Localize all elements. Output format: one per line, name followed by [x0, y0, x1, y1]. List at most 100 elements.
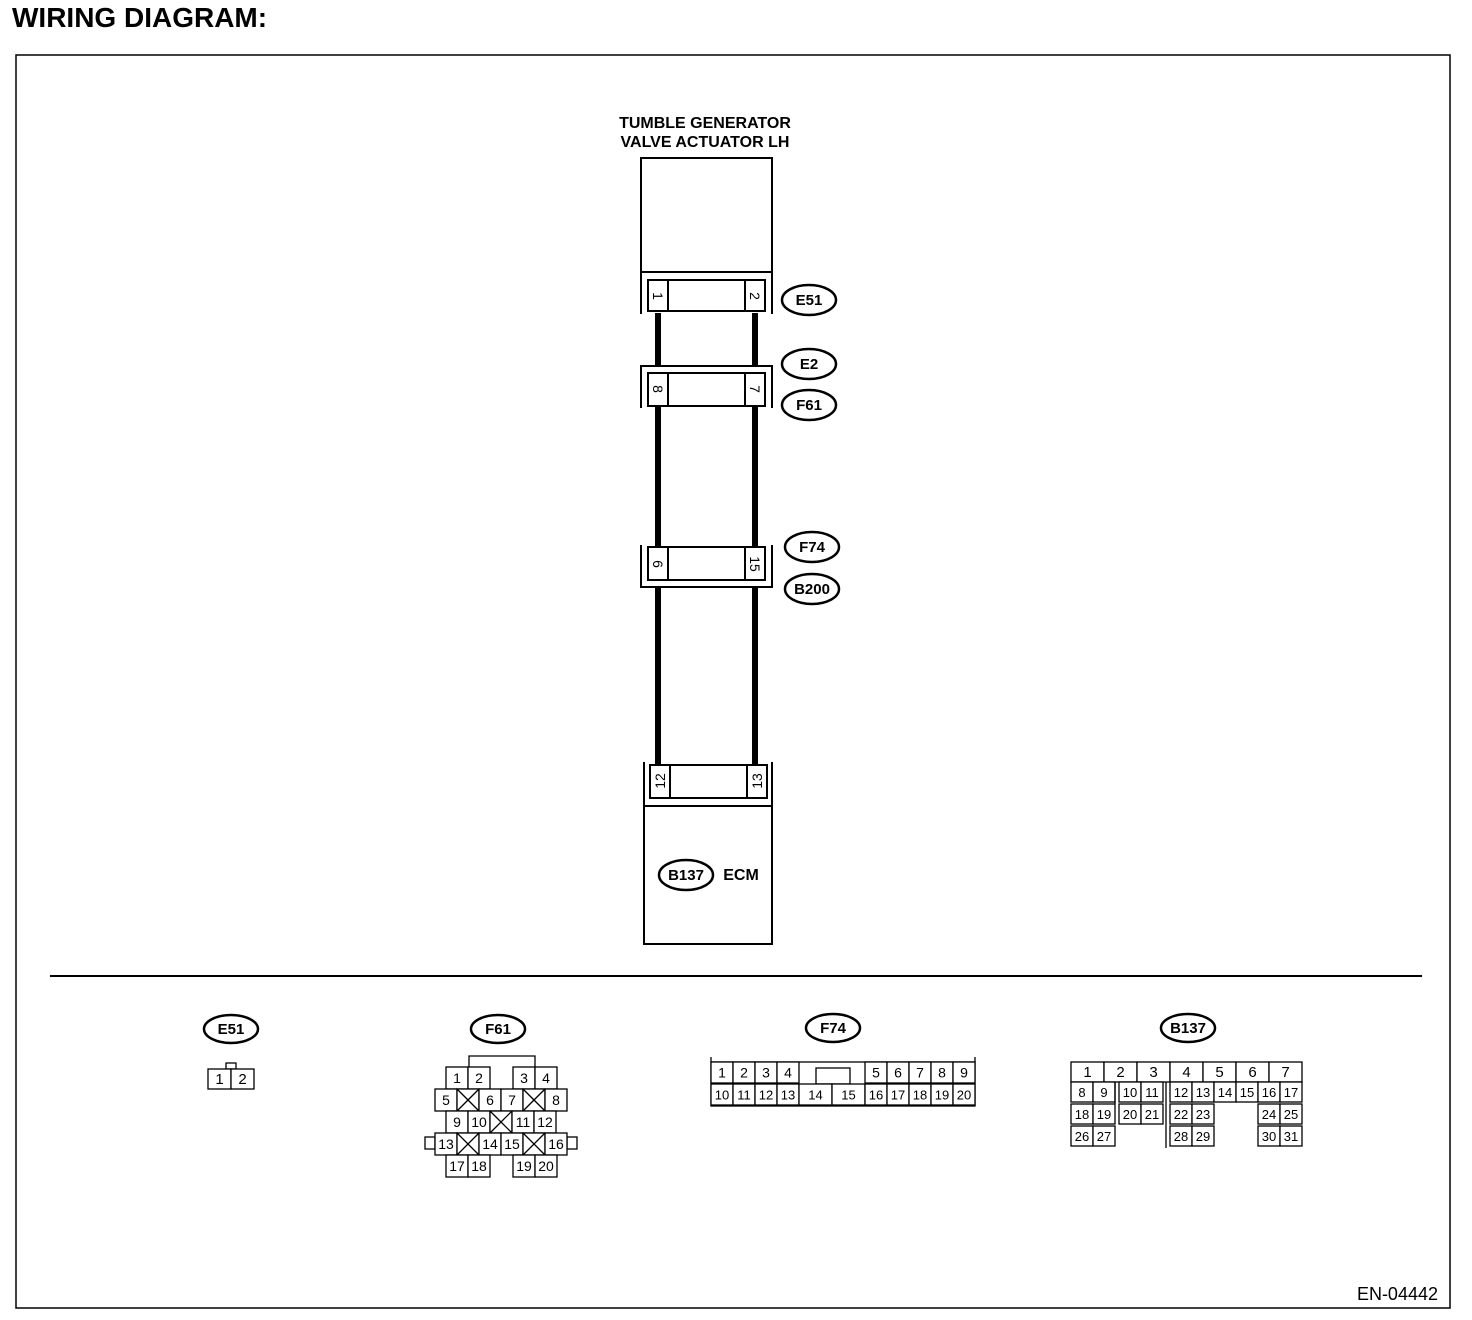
pin-cavity: 26 — [1070, 1125, 1094, 1147]
pin-cavity: 5 — [434, 1088, 458, 1112]
svg-text:5: 5 — [442, 1092, 450, 1108]
svg-text:9: 9 — [960, 1065, 968, 1081]
pin-cavity: 11 — [732, 1083, 756, 1106]
connector-e51-block — [640, 272, 773, 314]
pin-cavity: 16 — [544, 1132, 568, 1156]
connector-id-f74: F74 — [783, 530, 841, 564]
svg-text:18: 18 — [1075, 1107, 1089, 1122]
svg-text:24: 24 — [1262, 1107, 1276, 1122]
svg-text:13: 13 — [781, 1088, 795, 1103]
svg-text:4: 4 — [1182, 1064, 1190, 1081]
pin-cavity: 21 — [1140, 1103, 1164, 1125]
pin-cavity: 13 — [776, 1083, 800, 1106]
pin-cavity: 9 — [952, 1061, 976, 1084]
svg-text:17: 17 — [891, 1088, 905, 1103]
svg-text:11: 11 — [516, 1114, 531, 1130]
svg-text:22: 22 — [1174, 1107, 1188, 1122]
pin-cavity: 17 — [445, 1154, 469, 1178]
ecm-connector-id: B137 — [668, 867, 704, 884]
svg-text:12: 12 — [759, 1088, 773, 1103]
svg-text:11: 11 — [1145, 1085, 1159, 1100]
pin-cavity: 22 — [1169, 1103, 1193, 1125]
connector-id-e2: E2 — [780, 347, 838, 381]
svg-text:15: 15 — [841, 1088, 855, 1103]
svg-text:9: 9 — [1100, 1085, 1107, 1100]
svg-text:8: 8 — [938, 1065, 946, 1081]
pin-cavity: 4 — [534, 1066, 558, 1090]
pin-cavity: 20 — [952, 1083, 976, 1106]
pin-cavity: 11 — [1140, 1081, 1164, 1103]
pin-cavity: 6 — [478, 1088, 502, 1112]
pin-cavity: 6 — [1235, 1061, 1270, 1083]
pin-cavity: 7 — [908, 1061, 932, 1084]
svg-text:1: 1 — [215, 1071, 223, 1088]
pin-cavity: 5 — [1202, 1061, 1237, 1083]
svg-text:21: 21 — [1145, 1107, 1159, 1122]
connector-f74-block — [640, 545, 773, 588]
pin-cavity: 17 — [886, 1083, 910, 1106]
pin-cavity: 12 — [533, 1110, 557, 1134]
pin-cavity: 29 — [1191, 1125, 1215, 1147]
figure-id: EN-04442 — [1357, 1284, 1438, 1304]
svg-text:5: 5 — [1215, 1064, 1223, 1081]
svg-text:18: 18 — [471, 1158, 487, 1174]
pin-cavity: 2 — [230, 1068, 255, 1090]
svg-text:7: 7 — [916, 1065, 924, 1081]
svg-text:1: 1 — [718, 1065, 726, 1081]
pin-cavity: 7 — [1268, 1061, 1303, 1083]
pin-cavity: 12 — [754, 1083, 778, 1106]
pin-cavity: 20 — [534, 1154, 558, 1178]
svg-text:15: 15 — [1240, 1085, 1254, 1100]
svg-text:2: 2 — [238, 1071, 246, 1088]
pin-cavity: 13 — [1191, 1081, 1215, 1103]
pin-cavity: 12 — [1169, 1081, 1193, 1103]
pin-cavity: 10 — [1118, 1081, 1142, 1103]
pin-cavity: 8 — [930, 1061, 954, 1084]
svg-text:F61: F61 — [485, 1021, 511, 1038]
svg-text:13: 13 — [1196, 1085, 1210, 1100]
connector-id-f61: F61 — [780, 388, 838, 422]
actuator-label-line1: TUMBLE GENERATOR — [619, 115, 791, 132]
svg-text:4: 4 — [784, 1065, 792, 1081]
pin-cavity: 27 — [1092, 1125, 1116, 1147]
svg-text:6: 6 — [894, 1065, 902, 1081]
svg-text:1: 1 — [1083, 1064, 1091, 1081]
svg-text:11: 11 — [737, 1088, 751, 1103]
pin-cavity: 25 — [1279, 1103, 1303, 1125]
svg-text:3: 3 — [1149, 1064, 1157, 1081]
connector-f61-block — [640, 365, 773, 408]
pin-cavity: 31 — [1279, 1125, 1303, 1147]
svg-text:2: 2 — [740, 1065, 748, 1081]
pin-b137-12: 12 — [652, 773, 668, 789]
pin-cavity: 16 — [864, 1083, 888, 1106]
svg-text:14: 14 — [1218, 1085, 1232, 1100]
legend-id-f74: F74 — [804, 1012, 862, 1044]
actuator-body — [640, 157, 773, 273]
actuator-label-line2: VALVE ACTUATOR LH — [621, 134, 790, 151]
svg-text:17: 17 — [449, 1158, 465, 1174]
svg-text:10: 10 — [471, 1114, 487, 1130]
svg-text:8: 8 — [552, 1092, 560, 1108]
svg-text:2: 2 — [475, 1070, 483, 1086]
svg-text:16: 16 — [869, 1088, 883, 1103]
pin-cavity: 4 — [1169, 1061, 1204, 1083]
svg-text:B200: B200 — [794, 581, 830, 598]
svg-text:28: 28 — [1174, 1129, 1188, 1144]
svg-text:14: 14 — [482, 1136, 498, 1152]
svg-text:19: 19 — [1097, 1107, 1111, 1122]
svg-text:2: 2 — [1116, 1064, 1124, 1081]
pin-cavity: 13 — [434, 1132, 458, 1156]
pin-cavity: 18 — [467, 1154, 491, 1178]
pin-cavity: 16 — [1257, 1081, 1281, 1103]
pin-cavity: 19 — [512, 1154, 536, 1178]
pin-cavity: 7 — [500, 1088, 524, 1112]
blank-cavity — [456, 1088, 480, 1112]
svg-text:7: 7 — [1281, 1064, 1289, 1081]
pin-cavity: 24 — [1257, 1103, 1281, 1125]
pin-cavity: 20 — [1118, 1103, 1142, 1125]
pin-f61-8: 8 — [650, 385, 666, 393]
page-title: WIRING DIAGRAM: — [12, 2, 268, 33]
pin-cavity: 9 — [445, 1110, 469, 1134]
